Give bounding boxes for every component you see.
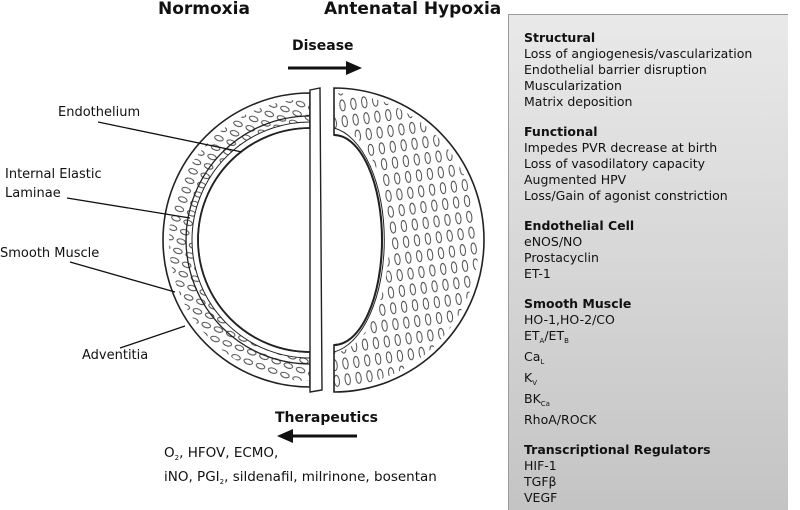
vessel-diagram — [66, 61, 485, 443]
endothelial-section: Endothelial Cell eNOS/NO Prostacyclin ET… — [524, 218, 788, 282]
list-item: TGFβ — [524, 474, 557, 489]
structural-title: Structural — [524, 30, 596, 45]
smooth-muscle-title: Smooth Muscle — [524, 296, 632, 311]
mechanisms-panel: Structural Loss of angiogenesis/vascular… — [508, 14, 788, 510]
transcriptional-section: Transcriptional Regulators HIF-1 TGFβ VE… — [524, 442, 788, 506]
list-item: KV — [524, 370, 537, 387]
therapeutics-line1: O2, HFOV, ECMO, — [164, 445, 279, 462]
therapeutics-line2: iNO, PGI2, sildenafil, milrinone, bosent… — [164, 469, 437, 486]
hypoxia-vessel — [333, 87, 485, 393]
adventitia-leader — [119, 325, 186, 349]
disease-arrow — [288, 61, 362, 75]
list-item: Prostacyclin — [524, 250, 599, 265]
iel-line1: Internal Elastic — [5, 167, 102, 182]
list-item: Loss/Gain of agonist constriction — [524, 188, 728, 203]
disease-label: Disease — [292, 38, 354, 54]
functional-title: Functional — [524, 124, 598, 139]
endothelium-leader — [97, 121, 243, 153]
smooth-muscle-leader — [69, 261, 176, 293]
transcriptional-title: Transcriptional Regulators — [524, 442, 711, 457]
normoxia-vessel — [162, 92, 311, 388]
therapeutics-list: O2, HFOV, ECMO, iNO, PGI2, sildenafil, m… — [164, 444, 437, 492]
list-item: HO-1,HO-2/CO — [524, 312, 615, 327]
list-item: Augmented HPV — [524, 172, 627, 187]
list-item: HIF-1 — [524, 458, 557, 473]
list-item: CaL — [524, 349, 545, 366]
therapeutics-arrow — [277, 429, 357, 443]
list-item: BKCa — [524, 391, 550, 408]
endothelial-title: Endothelial Cell — [524, 218, 635, 233]
list-item: VEGF — [524, 490, 558, 505]
iel-line2: Laminae — [5, 186, 61, 201]
therapeutics-label: Therapeutics — [275, 410, 378, 426]
iel-leader — [66, 197, 191, 219]
antenatal-hypoxia-header: Antenatal Hypoxia — [324, 0, 502, 19]
internal-elastic-laminae-label: Internal Elastic Laminae — [5, 165, 102, 203]
functional-section: Functional Impedes PVR decrease at birth… — [524, 124, 788, 204]
list-item: Impedes PVR decrease at birth — [524, 140, 718, 155]
central-divider — [309, 87, 323, 393]
list-item: ET-1 — [524, 266, 551, 281]
list-item: Matrix deposition — [524, 94, 633, 109]
list-item: eNOS/NO — [524, 234, 583, 249]
smooth-muscle-label: Smooth Muscle — [0, 246, 100, 261]
list-item: Muscularization — [524, 78, 622, 93]
list-item: ETA/ETB — [524, 328, 569, 345]
adventitia-label: Adventitia — [82, 348, 149, 363]
list-item: Loss of vasodilatory capacity — [524, 156, 705, 171]
list-item: RhoA/ROCK — [524, 412, 597, 427]
smooth-muscle-section: Smooth Muscle HO-1,HO-2/CO ETA/ETB CaL K… — [524, 296, 788, 428]
list-item: Loss of angiogenesis/vascularization — [524, 46, 753, 61]
list-item: Endothelial barrier disruption — [524, 62, 707, 77]
normoxia-header: Normoxia — [158, 0, 250, 19]
structural-section: Structural Loss of angiogenesis/vascular… — [524, 30, 788, 110]
endothelium-label: Endothelium — [58, 105, 141, 120]
